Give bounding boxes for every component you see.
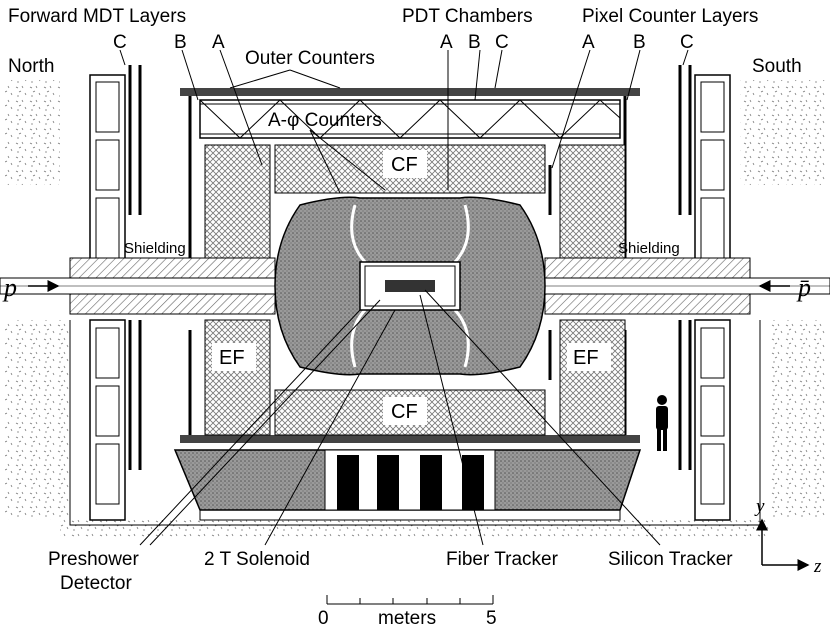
cf-label-box-top: [383, 150, 427, 178]
ef-south-bottom: [559, 319, 626, 436]
label-preshower-line2: Detector: [60, 573, 132, 594]
scale-label-meters: meters: [378, 608, 436, 629]
ground-north-top: [5, 80, 60, 185]
calorimeter-sections: [350, 204, 470, 368]
label-shielding-south: Shielding: [618, 240, 680, 257]
scale-label-zero: 0: [318, 608, 329, 629]
pdt-letter-b: B: [468, 32, 481, 53]
label-p-beam: p: [2, 273, 17, 302]
scale-bar: [326, 595, 494, 605]
label-ef-north: EF: [219, 347, 245, 369]
ground-floor: [60, 520, 770, 538]
pdt-letter-c: C: [495, 32, 509, 53]
ef-label-box-right: [567, 343, 611, 371]
silicon-detector: [385, 280, 435, 292]
platform-base: [199, 509, 621, 521]
mdt-letter-a: A: [212, 32, 225, 53]
label-pdt-chambers: PDT Chambers: [402, 6, 533, 27]
label-ef-south: EF: [573, 347, 599, 369]
mdt-letter-b: B: [174, 32, 187, 53]
label-solenoid: 2 T Solenoid: [204, 549, 310, 570]
label-south: South: [752, 56, 802, 77]
pixel-letter-b: B: [633, 32, 646, 53]
pointer-lines: [119, 49, 689, 546]
label-cf-top: CF: [391, 154, 418, 176]
label-pbar-beam: p̄: [796, 273, 811, 302]
pdt-chambers-bottom: [180, 435, 640, 443]
mdt-letter-c: C: [113, 32, 127, 53]
label-outer-counters: Outer Counters: [245, 48, 375, 69]
pixel-letter-c: C: [680, 32, 694, 53]
scale-label-five: 5: [486, 608, 497, 629]
label-pixel-counters: Pixel Counter Layers: [582, 6, 758, 27]
pdt-chambers-top: [180, 88, 640, 139]
label-axis-y: y: [754, 496, 765, 517]
forward-muon-south: [694, 74, 731, 521]
person-silhouette: [656, 395, 668, 451]
platform-blocks: [337, 455, 484, 510]
ef-north-top: [204, 144, 271, 261]
pdt-letter-a: A: [440, 32, 453, 53]
cf-label-box-bottom: [383, 397, 427, 425]
label-north: North: [8, 56, 54, 77]
label-axis-z: z: [813, 556, 822, 577]
label-shielding-north: Shielding: [124, 240, 186, 257]
ground-south-bottom: [770, 320, 825, 520]
label-forward-mdt: Forward MDT Layers: [8, 6, 186, 27]
pixel-letter-a: A: [582, 32, 595, 53]
pit-outline: [69, 320, 761, 526]
ef-label-box-left: [212, 343, 256, 371]
label-cf-bottom: CF: [391, 401, 418, 423]
label-fiber-tracker: Fiber Tracker: [446, 549, 559, 570]
label-preshower-line1: Preshower: [48, 549, 139, 570]
label-silicon-tracker: Silicon Tracker: [608, 549, 733, 570]
ground-north-bottom: [5, 320, 70, 520]
solenoid: [364, 265, 456, 307]
ef-south-top: [559, 144, 626, 261]
label-a-phi-counters: A-φ Counters: [268, 110, 382, 131]
ef-north-bottom: [204, 319, 271, 436]
ground-south-top: [740, 80, 825, 185]
